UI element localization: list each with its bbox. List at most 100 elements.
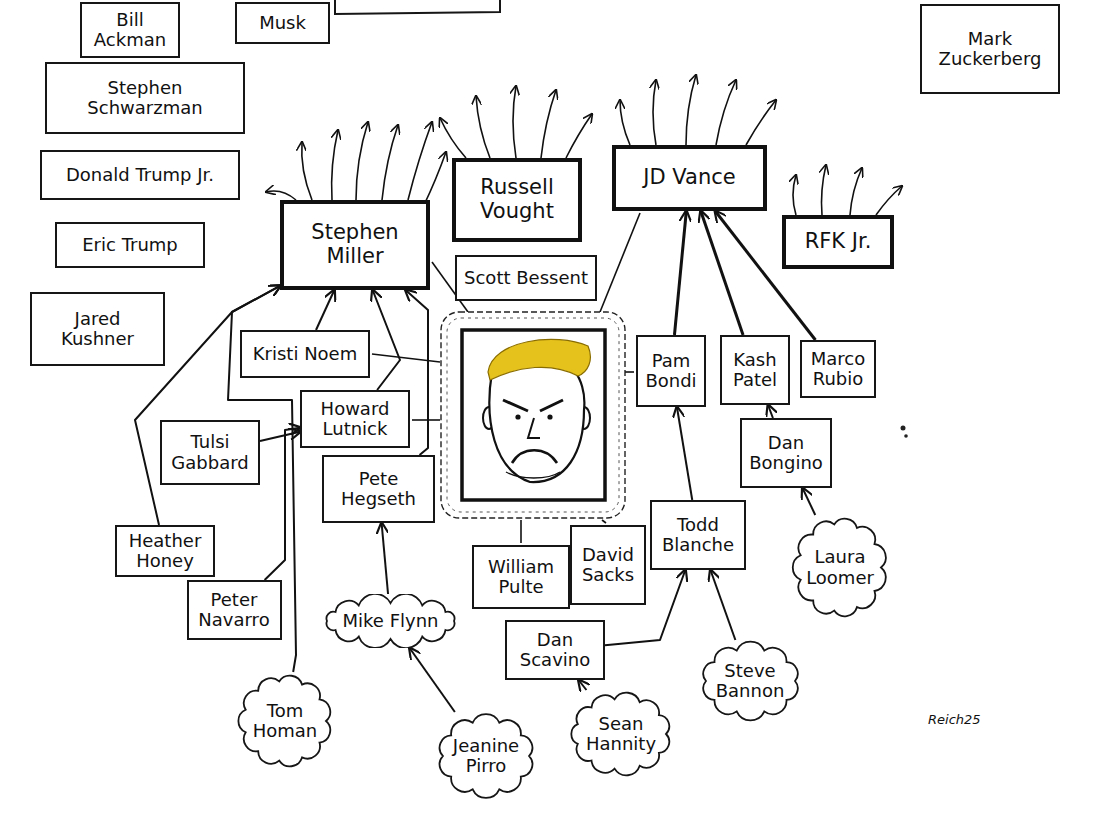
name-box: Russell Vought: [452, 158, 582, 242]
cloud-shape: [703, 642, 797, 721]
name-text: Kristi Noem: [249, 344, 361, 364]
name-box: Mark Zuckerberg: [920, 4, 1060, 94]
arrow-connector: [768, 405, 773, 418]
name-box: Howard Lutnick: [300, 390, 410, 448]
name-box: Dan Scavino: [505, 620, 605, 680]
portrait-cloud: [447, 318, 619, 512]
cloud-shape: [238, 676, 330, 767]
mouth: [512, 450, 557, 463]
ink-dot: [904, 434, 908, 438]
hair: [488, 339, 590, 380]
leader-line: [520, 520, 522, 543]
fan-arrow: [302, 142, 312, 200]
name-text: Stephen Schwarzman: [54, 78, 236, 118]
name-text: Tom Homan: [251, 701, 319, 741]
name-text: Jared Kushner: [39, 309, 156, 349]
name-cloud: Steve Bannon: [697, 640, 804, 722]
fan-arrows: [266, 122, 446, 205]
name-text: Donald Trump Jr.: [49, 165, 231, 185]
leader-line: [602, 520, 606, 523]
name-text: Laura Loomer: [806, 547, 874, 587]
fan-arrow: [822, 165, 827, 215]
name-text: Sean Hannity: [583, 714, 659, 754]
name-text: Tulsi Gabbard: [169, 432, 251, 472]
name-cloud: Sean Hannity: [567, 690, 675, 778]
arrow-connector: [373, 290, 400, 390]
name-text: Kash Patel: [729, 350, 781, 390]
name-box: Pete Hegseth: [322, 455, 435, 523]
name-box: Tulsi Gabbard: [160, 420, 260, 485]
name-box: William Pulte: [472, 545, 570, 609]
name-text: Mike Flynn: [334, 611, 447, 631]
ink-dot: [901, 426, 906, 431]
fan-arrow: [793, 175, 796, 215]
face: [489, 372, 584, 482]
leader-line: [372, 354, 440, 362]
name-text: Todd Blanche: [659, 515, 737, 555]
fan-arrow: [746, 100, 776, 145]
name-text: Stephen Miller: [292, 221, 418, 268]
fan-arrow: [850, 168, 862, 215]
fan-arrow: [620, 100, 630, 145]
fan-arrow: [686, 75, 696, 145]
name-box: Todd Blanche: [650, 500, 746, 570]
fan-arrow: [876, 186, 902, 215]
name-box: Pam Bondi: [636, 335, 706, 407]
fan-arrow: [266, 191, 296, 200]
eye: [547, 414, 552, 419]
name-text: Steve Bannon: [713, 661, 788, 701]
portrait: [441, 312, 625, 518]
fan-arrow: [332, 130, 338, 200]
name-text: Pete Hegseth: [331, 469, 426, 509]
name-text: Heather Honey: [124, 531, 206, 571]
name-cloud: Mike Flynn: [318, 594, 463, 648]
fan-arrow: [408, 122, 432, 200]
partial-box: [335, 0, 500, 14]
fan-arrow: [424, 152, 446, 205]
name-text: Marco Rubio: [809, 349, 867, 389]
cloud-shape: [440, 714, 533, 798]
brows: [503, 400, 563, 411]
fan-arrow: [440, 118, 466, 158]
fan-arrow: [541, 90, 556, 158]
fan-arrow: [356, 122, 368, 200]
name-box: Dan Bongino: [740, 418, 832, 488]
fan-arrow: [382, 125, 398, 200]
name-cloud: Tom Homan: [235, 672, 335, 770]
name-cloud: Laura Loomer: [790, 515, 890, 620]
name-text: Russell Vought: [464, 176, 570, 223]
name-text: Peter Navarro: [196, 590, 273, 630]
name-box: Scott Bessent: [455, 255, 597, 301]
arrow-connector: [382, 523, 388, 594]
portrait-cloud: [441, 312, 625, 518]
fan-arrow: [653, 80, 656, 145]
name-box: Peter Navarro: [187, 580, 282, 640]
name-text: Scott Bessent: [464, 268, 588, 288]
name-text: William Pulte: [481, 557, 561, 597]
name-text: Howard Lutnick: [309, 399, 401, 439]
arrow-connector: [260, 432, 300, 441]
cloud-shape: [326, 594, 454, 648]
name-box: Jared Kushner: [30, 292, 165, 366]
name-text: Musk: [244, 13, 321, 33]
name-text: Dan Scavino: [514, 630, 596, 670]
name-cloud: Jeanine Pirro: [434, 712, 538, 800]
arrow-connector: [674, 211, 686, 335]
name-box: Stephen Schwarzman: [45, 62, 245, 134]
leader-line: [625, 371, 634, 373]
arrow-connector: [803, 488, 816, 515]
arrow-connector: [579, 680, 587, 690]
name-text: Jeanine Pirro: [450, 736, 522, 776]
name-box: Stephen Miller: [280, 200, 430, 290]
name-box: Marco Rubio: [800, 340, 876, 398]
arrow-connector: [710, 570, 735, 640]
name-text: David Sacks: [579, 545, 637, 585]
name-text: RFK Jr.: [794, 230, 882, 254]
signature: Reich25: [928, 712, 981, 727]
name-box: Heather Honey: [115, 525, 215, 577]
arrow-connector: [410, 648, 455, 712]
fan-arrows: [793, 165, 902, 215]
name-box: JD Vance: [612, 145, 767, 211]
name-box: Kash Patel: [720, 335, 790, 405]
fan-arrow: [476, 96, 490, 158]
